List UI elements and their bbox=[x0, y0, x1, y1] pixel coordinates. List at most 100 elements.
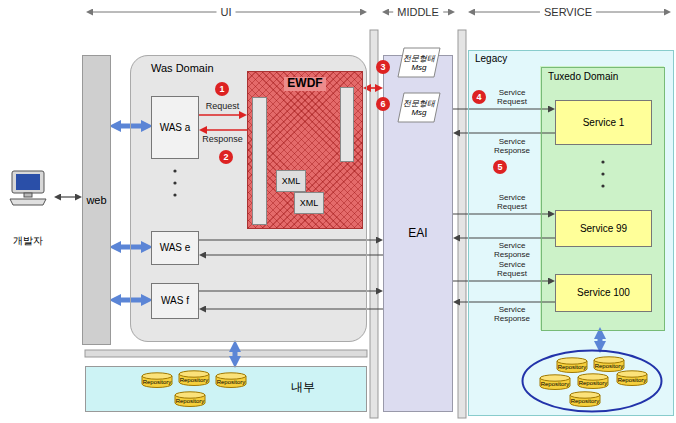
node-label: web bbox=[86, 194, 106, 207]
node-label: Legacy bbox=[475, 53, 673, 65]
double-arrow bbox=[233, 352, 238, 356]
was-box: WAS f bbox=[151, 283, 199, 319]
repository-cylinder: Repository bbox=[577, 373, 609, 389]
cylinder-top bbox=[175, 392, 205, 398]
tuxedo-domain: Tuxedo DomainService 1 Service 99 Service … bbox=[541, 67, 665, 331]
service-box: Service 99 bbox=[555, 210, 652, 247]
computer-icon bbox=[8, 170, 48, 206]
parallelogram bbox=[398, 48, 440, 77]
cylinder-top bbox=[142, 373, 172, 379]
node-label: 전문형태 Msg bbox=[401, 54, 437, 72]
node-label: XML bbox=[282, 176, 301, 186]
edge-label: Service Response bbox=[490, 305, 534, 323]
node-label: EWDF bbox=[284, 77, 325, 91]
edge-label: Service Request bbox=[490, 193, 534, 211]
section-header: UI bbox=[217, 6, 236, 19]
service-box: Service 100 bbox=[555, 274, 652, 312]
panel-bar bbox=[252, 97, 267, 225]
was-box: WAS e bbox=[151, 231, 199, 265]
edge-label: Request bbox=[199, 101, 246, 111]
repository-cylinder: Repository bbox=[593, 356, 625, 372]
repository-label: Repository bbox=[539, 374, 571, 387]
dot bbox=[601, 160, 604, 163]
separator-bar bbox=[458, 30, 466, 418]
callout-number: 6 bbox=[376, 97, 390, 111]
section-header: MIDDLE bbox=[393, 6, 443, 19]
repository-label: Repository bbox=[174, 391, 206, 404]
parallelogram bbox=[398, 93, 440, 122]
repository-cylinder: Repository bbox=[178, 370, 210, 386]
base-bar bbox=[85, 350, 367, 357]
node-label: WAS a bbox=[160, 122, 191, 134]
node-label: Service 99 bbox=[580, 223, 627, 235]
was-domain: Was DomainWAS aWAS eWAS fEWDFXMLXML bbox=[130, 55, 367, 342]
flow-arrow bbox=[199, 239, 376, 240]
flow-arrow bbox=[199, 114, 239, 116]
cylinder-top bbox=[216, 373, 246, 379]
internal-store: 내부RepositoryRepositoryRepositoryReposito… bbox=[85, 366, 367, 412]
flow-arrow bbox=[371, 87, 375, 89]
service-box: Service 1 bbox=[555, 100, 652, 145]
cylinder-top bbox=[617, 371, 647, 377]
node-label: 전문형태 Msg bbox=[401, 99, 437, 117]
message-shape: 전문형태 Msg bbox=[397, 92, 441, 123]
ellipse bbox=[523, 351, 662, 412]
cylinder-top bbox=[578, 374, 608, 380]
double-arrow bbox=[598, 339, 603, 341]
edge-label: Service Request bbox=[490, 260, 534, 278]
double-arrow bbox=[121, 124, 141, 129]
repository-label: Repository bbox=[178, 370, 210, 383]
repository-label: Repository bbox=[215, 372, 247, 385]
callout-number: 5 bbox=[493, 160, 507, 174]
double-arrow bbox=[121, 245, 141, 250]
ewdf-box: EWDF XML XML bbox=[247, 71, 363, 229]
node-label: 개발자 bbox=[13, 235, 43, 247]
repository-cylinder: Repository bbox=[616, 370, 648, 386]
repository-label: Repository bbox=[141, 372, 173, 385]
web-band: web bbox=[82, 55, 111, 345]
keyboard bbox=[10, 199, 46, 205]
cylinder-top bbox=[557, 358, 587, 364]
node-label: Service 1 bbox=[583, 117, 625, 129]
node-label: WAS e bbox=[160, 242, 191, 254]
developer-pc: 개발자 bbox=[2, 168, 54, 246]
dot bbox=[173, 193, 176, 196]
node-label: EAI bbox=[408, 227, 427, 241]
callout-number: 2 bbox=[219, 150, 233, 164]
double-arrow bbox=[121, 298, 141, 303]
node-label: Tuxedo Domain bbox=[548, 71, 664, 83]
flow-arrow bbox=[199, 290, 376, 291]
dot bbox=[173, 181, 176, 184]
flow-arrow bbox=[206, 308, 383, 309]
callout-number: 3 bbox=[376, 60, 390, 74]
screen bbox=[16, 174, 40, 190]
xml-box: XML bbox=[276, 170, 306, 192]
repository-cylinder: Repository bbox=[556, 357, 588, 373]
node-label: 내부 bbox=[291, 381, 366, 395]
monitor bbox=[12, 171, 44, 193]
node-label: XML bbox=[300, 198, 319, 208]
cylinder-top bbox=[540, 375, 570, 381]
cylinder-top bbox=[594, 357, 624, 363]
flow-arrow bbox=[206, 254, 383, 255]
flow-arrow bbox=[207, 129, 247, 131]
repository-group: RepositoryRepositoryRepositoryRepository… bbox=[521, 349, 663, 413]
repository-label: Repository bbox=[616, 370, 648, 383]
repository-cylinder: Repository bbox=[141, 372, 173, 388]
repository-cylinder: Repository bbox=[215, 372, 247, 388]
repository-label: Repository bbox=[593, 356, 625, 369]
stand bbox=[24, 193, 32, 197]
repository-cylinder: Repository bbox=[569, 391, 601, 407]
dot bbox=[173, 169, 176, 172]
node-label: WAS f bbox=[161, 295, 189, 307]
repository-label: Repository bbox=[556, 357, 588, 370]
xml-box: XML bbox=[294, 192, 324, 214]
repository-cylinder: Repository bbox=[174, 391, 206, 407]
cylinder-top bbox=[570, 392, 600, 398]
repository-cylinder: Repository bbox=[539, 374, 571, 390]
dot bbox=[601, 172, 604, 175]
repository-label: Repository bbox=[569, 391, 601, 404]
dot bbox=[601, 184, 604, 187]
edge-label: Service Response bbox=[490, 137, 534, 155]
